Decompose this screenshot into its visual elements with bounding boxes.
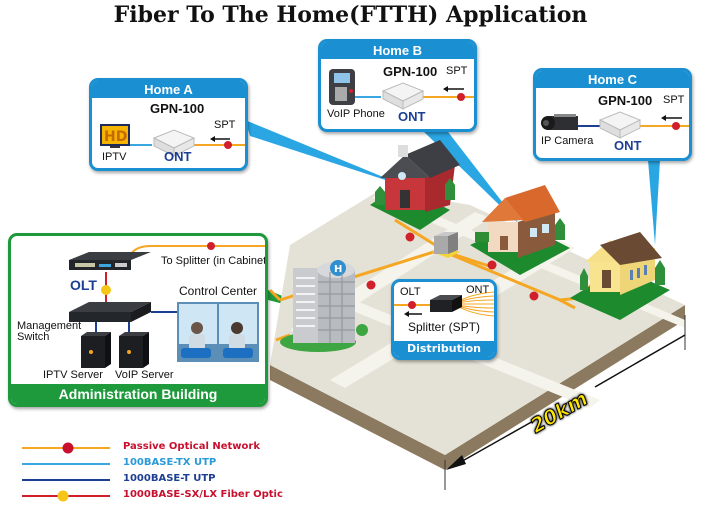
pon-marker bbox=[224, 141, 232, 149]
callout-header: Home B bbox=[321, 42, 474, 59]
pon-marker bbox=[408, 301, 416, 309]
pointer-home-a bbox=[245, 120, 410, 188]
legend-fiber-swatch bbox=[22, 490, 110, 502]
callout-home-b: Home B GPN-100 SPT VoIP Phone ONT bbox=[318, 39, 477, 132]
callout-header: Home A bbox=[92, 81, 245, 98]
management-switch-label-line1: Management bbox=[17, 320, 82, 332]
legend-1000base-t-swatch bbox=[22, 479, 110, 481]
diagram-title: Fiber To The Home(FTTH) Application bbox=[113, 2, 588, 28]
callout-footer: Distribution Cabinet bbox=[394, 341, 494, 357]
svg-text:H: H bbox=[334, 264, 342, 275]
distance-dimension bbox=[444, 315, 686, 490]
svg-text:HD: HD bbox=[104, 129, 127, 145]
pon-badge-icon bbox=[62, 442, 74, 454]
admin-devices bbox=[69, 242, 265, 368]
iptv-server-label: IPTV Server bbox=[43, 369, 103, 381]
pon-route bbox=[268, 288, 282, 302]
pon-marker bbox=[672, 122, 680, 130]
ground-edge bbox=[270, 305, 685, 470]
uplink-label: SPT bbox=[663, 94, 685, 106]
callout-home-a: Home A HD GPN-100 SPT IPTV ONT bbox=[89, 78, 248, 171]
pon-marker bbox=[366, 280, 376, 290]
pon-route bbox=[394, 218, 441, 250]
management-switch-label-line2: Switch bbox=[17, 331, 50, 343]
voip-server-icon bbox=[119, 332, 149, 368]
gbe-badge-icon bbox=[57, 490, 69, 502]
splitter-label: Splitter (SPT) bbox=[408, 320, 481, 334]
hd-tv-icon: HD bbox=[100, 124, 130, 148]
office-tower: H bbox=[280, 260, 368, 352]
olt-device-icon bbox=[69, 252, 151, 270]
ont-device-icon bbox=[152, 129, 196, 157]
pon-marker bbox=[529, 291, 539, 301]
cabinet-box bbox=[432, 232, 460, 258]
management-switch-label: Management Switch bbox=[17, 321, 81, 343]
device-type: ONT bbox=[614, 138, 642, 153]
pon-marker bbox=[405, 232, 415, 242]
device-model: GPN-100 bbox=[150, 101, 205, 116]
splitter-devices bbox=[394, 291, 494, 317]
uplink-label: SPT bbox=[446, 65, 468, 77]
cabinet-ont-label: ONT bbox=[466, 284, 490, 296]
endpoint-label: IPTV bbox=[102, 151, 127, 163]
callout-header: Home C bbox=[536, 71, 689, 88]
management-switch-icon bbox=[69, 302, 151, 322]
legend: Passive Optical Network 100BASE-TX UTP 1… bbox=[0, 440, 300, 505]
to-splitter-label: To Splitter (in Cabinet) bbox=[161, 255, 268, 267]
pon-marker bbox=[457, 93, 465, 101]
ont-device-icon bbox=[381, 82, 425, 110]
splitter-box-icon bbox=[430, 295, 462, 312]
pon-marker bbox=[207, 242, 215, 250]
device-type: ONT bbox=[398, 109, 426, 124]
legend-label: 1000BASE-SX/LX Fiber Optic bbox=[123, 489, 283, 500]
callout-admin-building: To Splitter (in Cabinet) OLT Control Cen… bbox=[8, 233, 268, 407]
device-model: GPN-100 bbox=[383, 64, 438, 79]
voip-server-label: VoIP Server bbox=[115, 369, 174, 381]
pointer-home-c bbox=[648, 160, 660, 245]
endpoint-label: VoIP Phone bbox=[327, 108, 385, 120]
olt-label: OLT bbox=[70, 277, 97, 293]
cabinet-olt-label: OLT bbox=[400, 286, 421, 298]
ip-camera-icon bbox=[541, 114, 578, 130]
endpoint-label: IP Camera bbox=[541, 135, 594, 147]
control-center-icon bbox=[177, 302, 259, 362]
legend-100base-tx-swatch bbox=[22, 463, 110, 465]
house-home-b bbox=[470, 185, 570, 275]
device-model: GPN-100 bbox=[598, 93, 653, 108]
voip-phone-icon bbox=[329, 69, 355, 105]
house-home-a bbox=[370, 140, 460, 230]
uplink-label: SPT bbox=[214, 119, 236, 131]
device-type: ONT bbox=[164, 149, 192, 164]
callout-footer: Administration Building bbox=[11, 384, 265, 404]
legend-pon-swatch bbox=[22, 442, 110, 454]
pon-marker bbox=[487, 260, 497, 270]
ont-device-icon bbox=[598, 111, 642, 139]
pon-route bbox=[279, 248, 576, 310]
house-home-c bbox=[570, 232, 670, 320]
control-center-label: Control Center bbox=[179, 284, 258, 298]
callout-distribution-cabinet: OLT ONT Splitter (SPT) Distribution Cabi… bbox=[391, 279, 497, 360]
legend-label: Passive Optical Network bbox=[123, 441, 260, 452]
home-a-devices: HD bbox=[100, 124, 245, 157]
iptv-server-icon bbox=[81, 332, 111, 368]
pon-route bbox=[275, 333, 291, 342]
callout-home-c: Home C GPN-100 SPT IP Camera ONT bbox=[533, 68, 692, 161]
home-b-devices bbox=[329, 69, 474, 110]
gbe-marker bbox=[101, 285, 111, 295]
home-c-devices bbox=[541, 111, 689, 139]
legend-label: 1000BASE-T UTP bbox=[123, 473, 216, 484]
legend-label: 100BASE-TX UTP bbox=[123, 457, 217, 468]
